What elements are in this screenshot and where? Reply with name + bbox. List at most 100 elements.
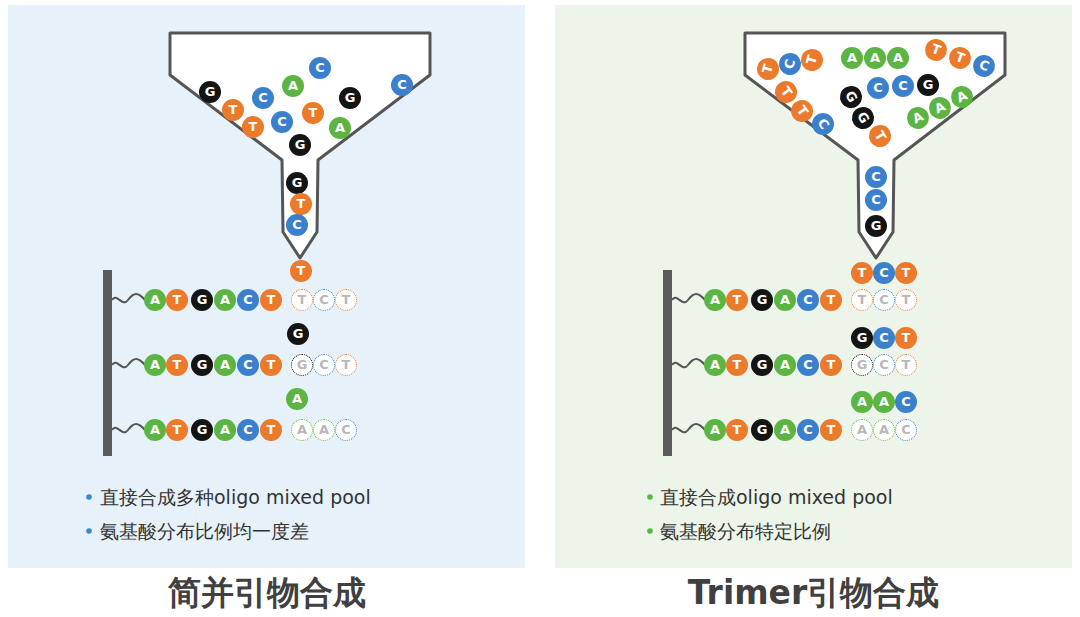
base-letter: G	[292, 355, 312, 374]
base-letter: C	[873, 262, 895, 284]
base-letter: A	[144, 354, 166, 376]
nucleotide: A	[774, 289, 796, 311]
base-letter: T	[166, 419, 188, 441]
nucleotide: A	[214, 289, 236, 311]
nucleotide: C	[895, 391, 917, 413]
base-letter: T	[755, 56, 782, 83]
nucleotide: T	[820, 289, 842, 311]
base-letter: T	[242, 116, 264, 138]
base-letter: A	[947, 82, 976, 111]
nucleotide: T	[166, 289, 188, 311]
base-letter: C	[314, 290, 334, 309]
nucleotide: C	[873, 262, 895, 284]
template-base: A	[851, 419, 873, 441]
base-letter: T	[896, 290, 916, 309]
base-letter: A	[214, 354, 236, 376]
base-letter: A	[704, 354, 726, 376]
base-letter: A	[704, 289, 726, 311]
nucleotide: A	[851, 391, 873, 413]
nucleotide: A	[704, 289, 726, 311]
nucleotide: T	[222, 99, 244, 121]
nucleotide: C	[865, 189, 887, 211]
base-letter: T	[852, 290, 872, 309]
base-letter: C	[391, 74, 413, 96]
nucleotide: G	[191, 289, 213, 311]
nucleotide: G	[286, 172, 308, 194]
base-letter: A	[314, 420, 334, 439]
template-base: A	[873, 419, 895, 441]
template-base: T	[851, 289, 873, 311]
nucleotide: C	[252, 87, 274, 109]
base-letter: C	[314, 355, 334, 374]
nucleotide: C	[892, 75, 914, 97]
nucleotide: T	[799, 47, 826, 74]
base-letter: A	[851, 391, 873, 413]
base-letter: A	[144, 419, 166, 441]
base-letter: A	[214, 289, 236, 311]
template-base: T	[291, 289, 313, 311]
base-letter: A	[144, 289, 166, 311]
base-letter: C	[873, 327, 895, 349]
panel: Trimer引物合成直接合成oligo mixed pool氨基酸分布特定比例T…	[555, 5, 1072, 568]
nucleotide: T	[260, 419, 282, 441]
nucleotide: A	[286, 388, 308, 410]
nucleotide: C	[309, 57, 331, 79]
base-letter: T	[946, 44, 974, 72]
base-letter: C	[777, 51, 804, 78]
base-letter: C	[867, 77, 889, 99]
base-letter: A	[864, 47, 886, 69]
nucleotide: A	[329, 117, 351, 139]
nucleotide: G	[865, 215, 887, 237]
base-letter: A	[873, 391, 895, 413]
base-letter: T	[896, 355, 916, 374]
nucleotide: A	[214, 419, 236, 441]
bullet-text: 直接合成多种oligo mixed pool	[100, 485, 371, 509]
nucleotide: G	[287, 323, 309, 345]
base-letter: G	[287, 323, 309, 345]
base-letter: G	[191, 419, 213, 441]
base-letter: A	[286, 388, 308, 410]
nucleotide: G	[851, 327, 873, 349]
base-letter: G	[286, 172, 308, 194]
base-letter: C	[895, 391, 917, 413]
nucleotide: T	[242, 116, 264, 138]
base-letter: T	[726, 289, 748, 311]
nucleotide: T	[260, 354, 282, 376]
base-letter: C	[271, 111, 293, 133]
base-letter: T	[726, 354, 748, 376]
nucleotide: G	[289, 134, 311, 156]
nucleotide: G	[751, 289, 773, 311]
nucleotide: A	[214, 354, 236, 376]
nucleotide: G	[917, 74, 939, 96]
template-base: C	[335, 419, 357, 441]
nucleotide: A	[704, 354, 726, 376]
nucleotide: T	[895, 327, 917, 349]
nucleotide: A	[144, 289, 166, 311]
template-base: C	[313, 354, 335, 376]
base-letter: G	[865, 215, 887, 237]
base-letter: T	[260, 354, 282, 376]
base-letter: G	[289, 134, 311, 156]
base-letter: C	[797, 354, 819, 376]
nucleotide: T	[290, 260, 312, 282]
nucleotide: G	[339, 87, 361, 109]
template-base: C	[873, 354, 895, 376]
base-letter: A	[704, 419, 726, 441]
base-letter: T	[260, 289, 282, 311]
panel-title: 简并引物合成	[8, 571, 525, 616]
nucleotide: C	[286, 214, 308, 236]
base-letter: C	[309, 57, 331, 79]
base-letter: A	[214, 419, 236, 441]
nucleotide: G	[191, 354, 213, 376]
nucleotide: A	[144, 354, 166, 376]
base-letter: A	[329, 117, 351, 139]
nucleotide: A	[774, 419, 796, 441]
base-letter: A	[874, 420, 894, 439]
template-base: C	[895, 419, 917, 441]
template-base: G	[851, 354, 873, 376]
base-letter: T	[260, 419, 282, 441]
base-letter: C	[865, 189, 887, 211]
nucleotide: C	[867, 77, 889, 99]
base-letter: A	[887, 47, 909, 69]
nucleotide: T	[820, 354, 842, 376]
